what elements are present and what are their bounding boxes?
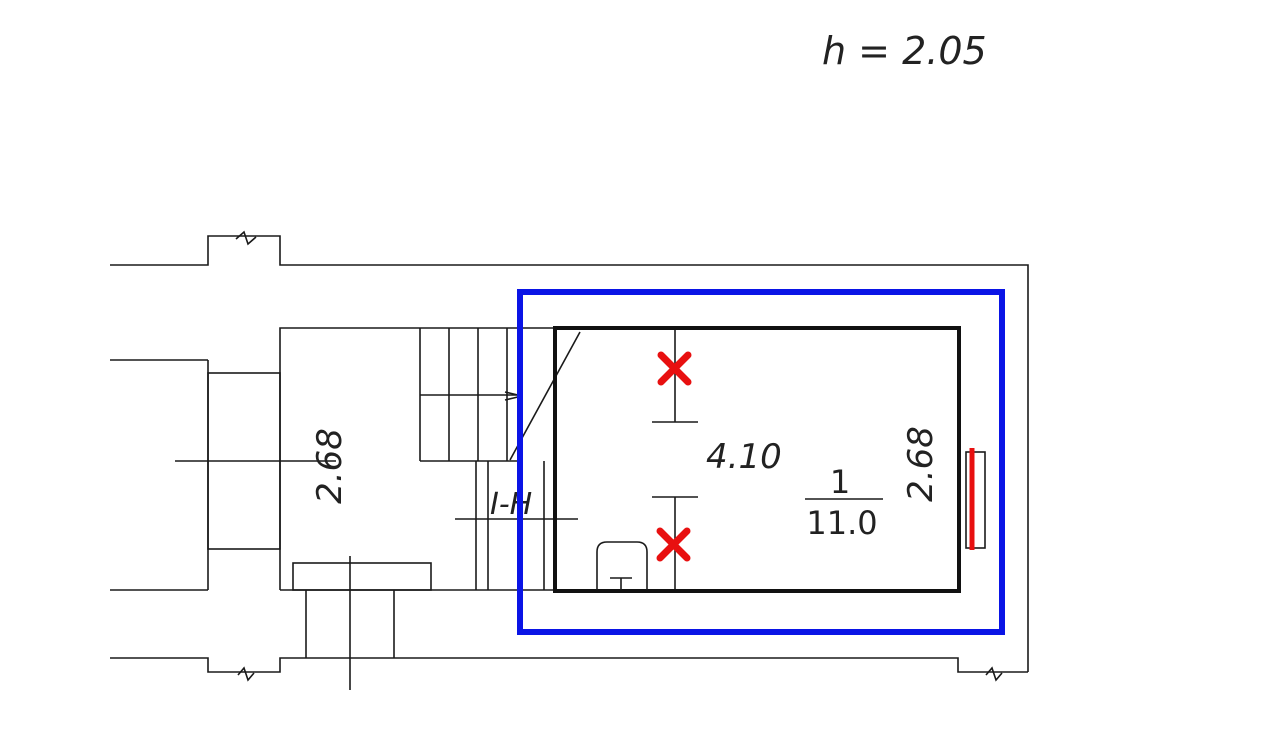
x-mark-icon	[656, 527, 691, 562]
sink-fixture	[596, 541, 648, 590]
room-width-label: 2.68	[901, 426, 941, 502]
highlight-boundary	[517, 289, 1005, 635]
room-area: 11.0	[806, 504, 877, 542]
radiator-icon	[965, 448, 986, 550]
ceiling-height-label: h = 2.05	[822, 29, 987, 73]
corridor-label: I-H	[490, 487, 532, 522]
x-mark-icon	[657, 351, 692, 386]
left-section	[110, 359, 281, 591]
stair-hall-width-label: 2.68	[310, 428, 350, 504]
corridor	[455, 461, 578, 590]
staircase	[419, 328, 581, 462]
room-number: 1	[830, 463, 850, 501]
main-room-walls	[553, 326, 961, 593]
stair-hall	[175, 327, 555, 690]
room-length-label: 4.10	[706, 437, 782, 477]
outer-walls	[110, 230, 1029, 682]
